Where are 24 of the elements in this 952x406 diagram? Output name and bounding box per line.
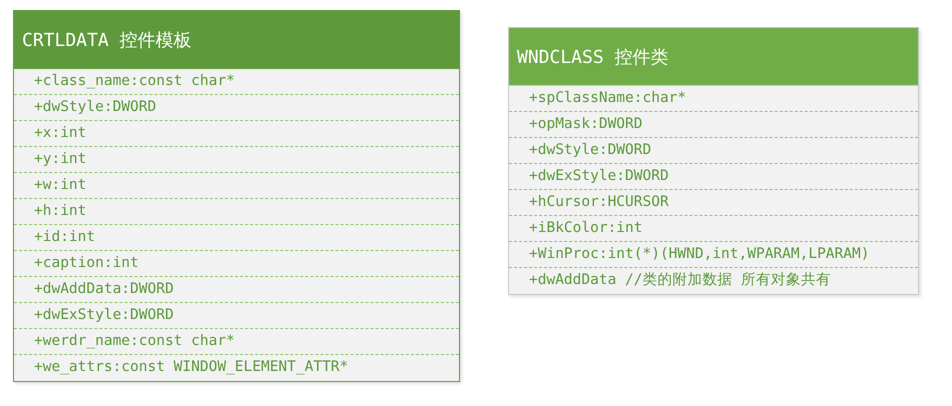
- attribute-row: +class_name:const char*: [14, 69, 459, 95]
- attribute-row: +w:int: [14, 173, 459, 199]
- attribute-row: +id:int: [14, 225, 459, 251]
- class-header: WNDCLASS 控件类: [509, 28, 918, 86]
- attribute-row: +h:int: [14, 199, 459, 225]
- attribute-row: +WinProc:int(*)(HWND,int,WPARAM,LPARAM): [509, 242, 918, 268]
- attribute-row: +x:int: [14, 121, 459, 147]
- attribute-row: +werdr_name:const char*: [14, 329, 459, 355]
- class-box: [508, 27, 919, 295]
- attribute-row-text: +we_attrs:const WINDOW_ELEMENT_ATTR*: [33, 358, 350, 377]
- attribute-row: +caption:int: [14, 251, 459, 277]
- attribute-row: +dwExStyle:DWORD: [509, 164, 918, 190]
- attribute-row: +hCursor:HCURSOR: [509, 190, 918, 216]
- attribute-row: +opMask:DWORD: [509, 112, 918, 138]
- attribute-row: +spClassName:char*: [509, 86, 918, 112]
- attribute-row: +dwAddData:DWORD: [14, 277, 459, 303]
- attribute-row-text: +dwAddData //类的附加数据 所有对象共有: [528, 271, 832, 290]
- attribute-row: +dwStyle:DWORD: [509, 138, 918, 164]
- attribute-row: +dwStyle:DWORD: [14, 95, 459, 121]
- class-header: CRTLDATA 控件模板: [14, 11, 459, 69]
- attribute-row: +y:int: [14, 147, 459, 173]
- class-box: [13, 10, 460, 382]
- attribute-row: +iBkColor:int: [509, 216, 918, 242]
- attribute-row: +dwExStyle:DWORD: [14, 303, 459, 329]
